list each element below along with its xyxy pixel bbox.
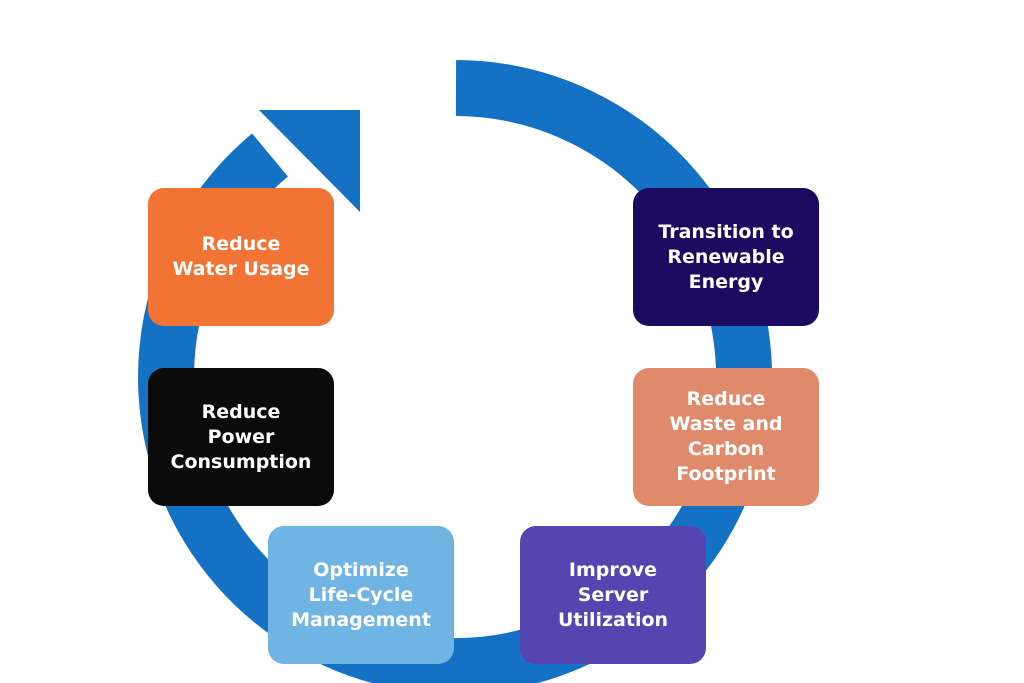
step-power-consumption-label: Reduce Power Consumption — [170, 400, 312, 473]
step-renewable-energy-label: Transition to Renewable Energy — [658, 220, 794, 293]
step-reduce-waste: Reduce Waste and Carbon Footprint — [633, 368, 819, 506]
cycle-arrowhead — [259, 110, 360, 212]
step-water-usage-label: Reduce Water Usage — [172, 233, 310, 280]
step-water-usage: Reduce Water Usage — [148, 188, 334, 326]
step-server-utilization: Improve Server Utilization — [520, 526, 706, 664]
step-life-cycle-management: Optimize Life-Cycle Management — [268, 526, 454, 664]
step-power-consumption: Reduce Power Consumption — [148, 368, 334, 506]
step-renewable-energy: Transition to Renewable Energy — [633, 188, 819, 326]
step-reduce-waste-label: Reduce Waste and Carbon Footprint — [669, 388, 783, 485]
step-server-utilization-label: Improve Server Utilization — [557, 558, 669, 631]
step-life-cycle-management-label: Optimize Life-Cycle Management — [291, 558, 431, 631]
